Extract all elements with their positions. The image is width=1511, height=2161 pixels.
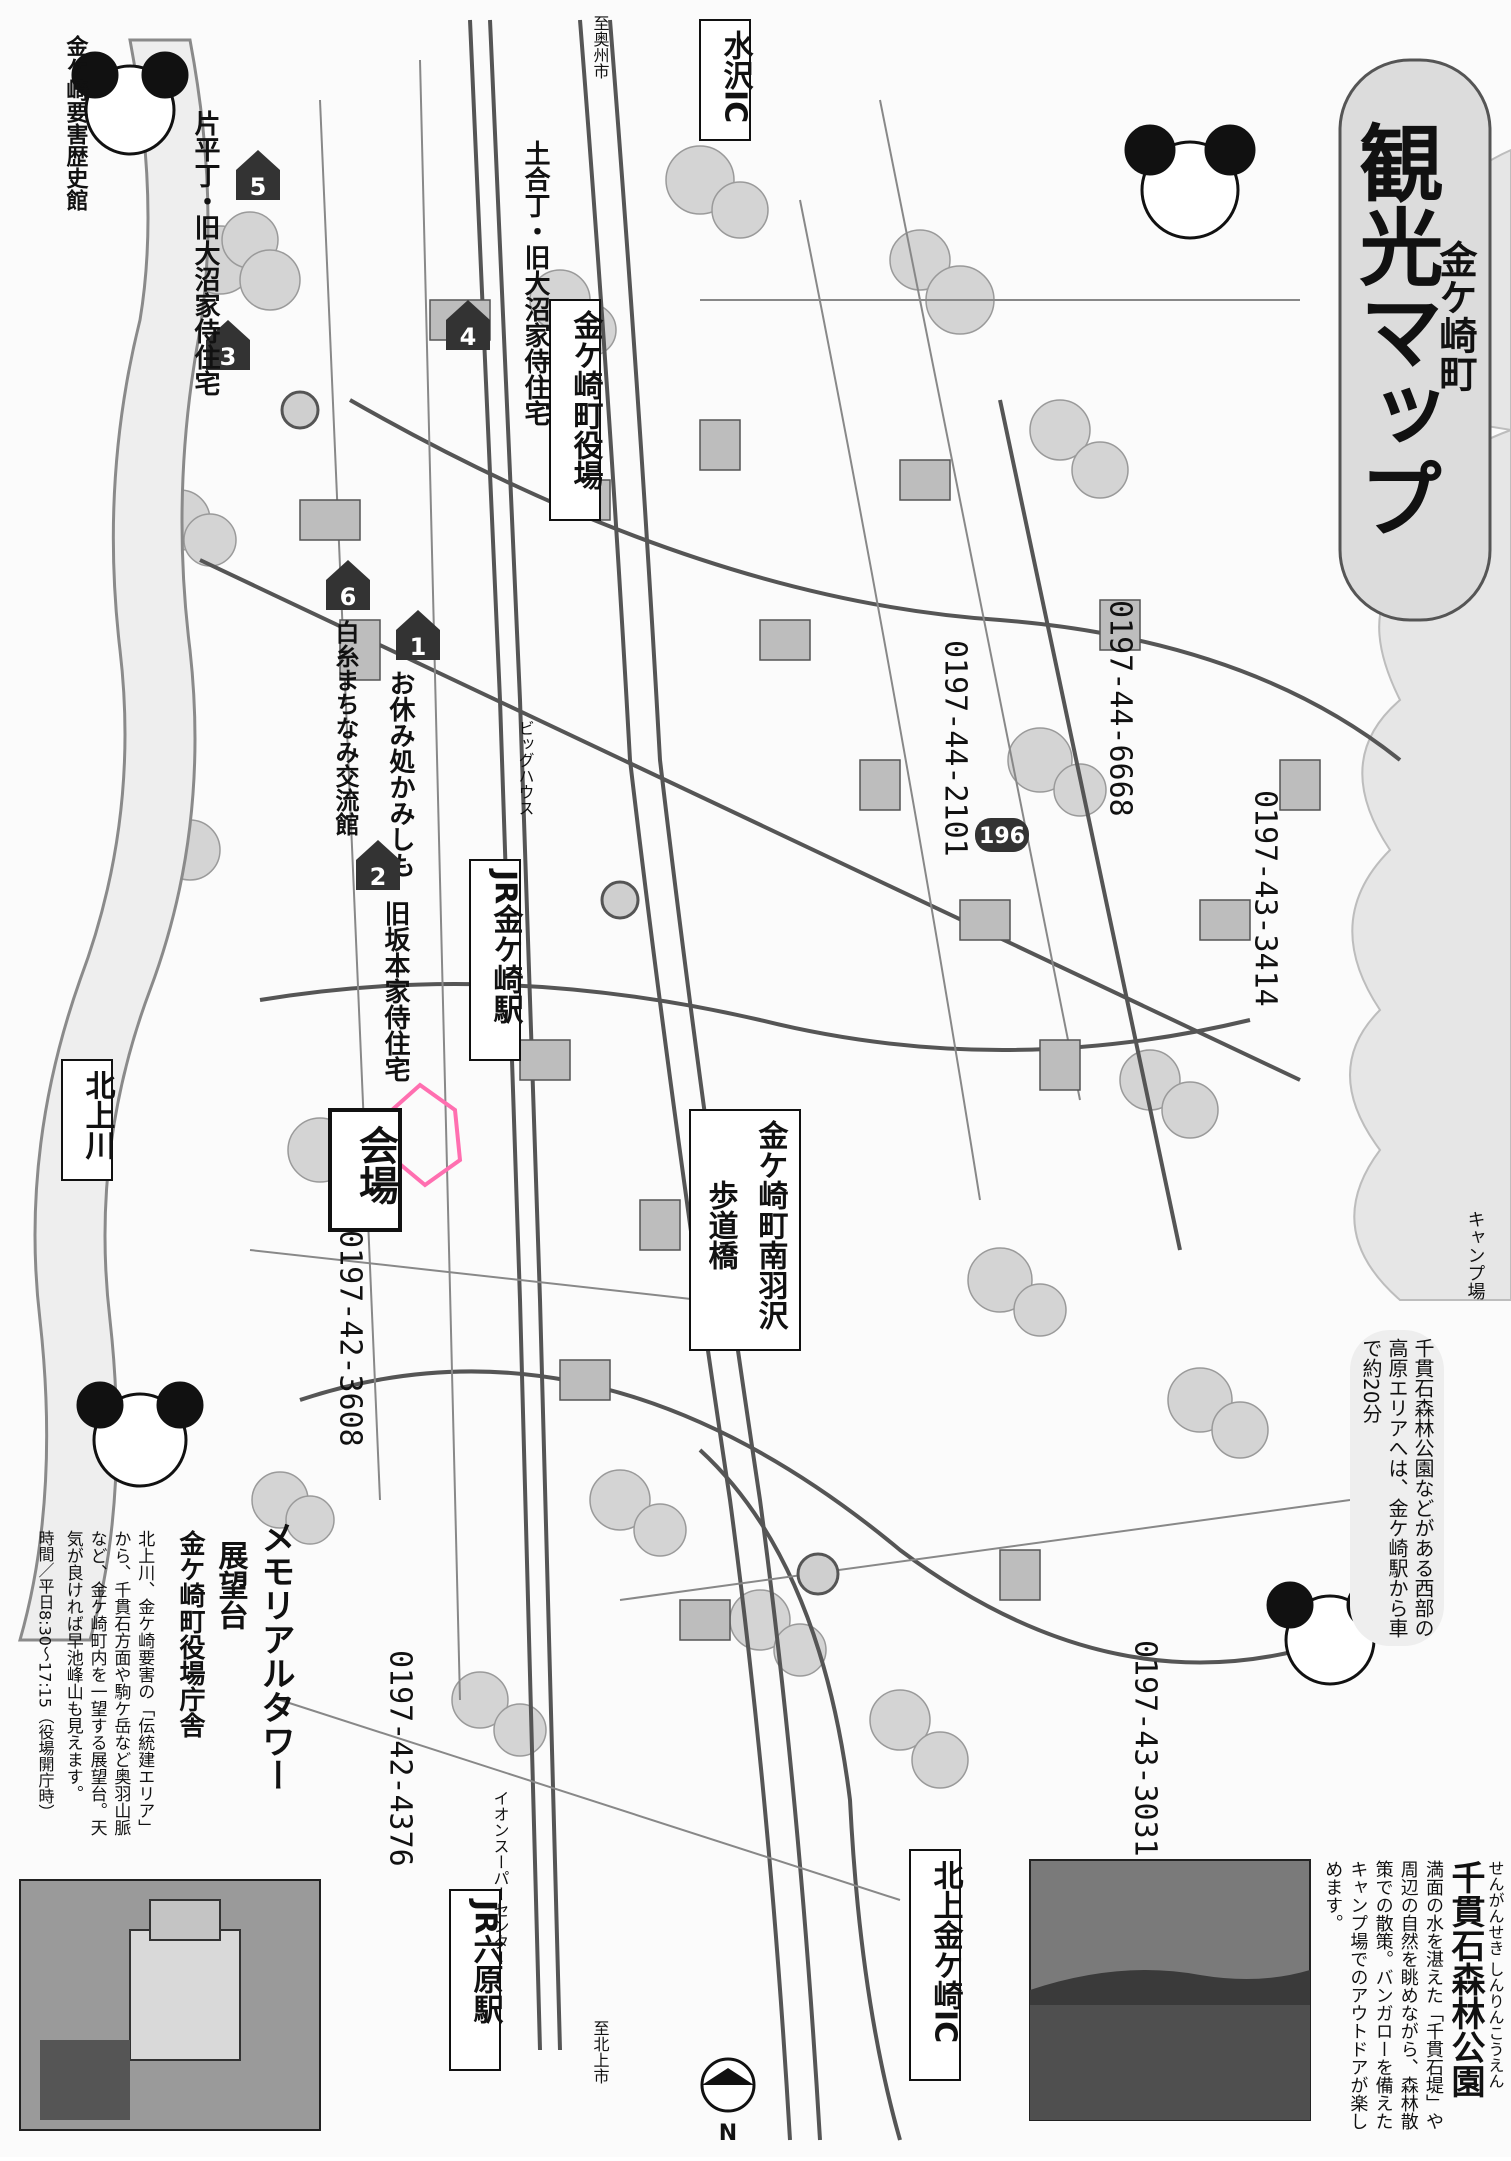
mizusawa-ic-label: 水沢IC — [718, 30, 754, 123]
marker-6: 6 白糸まちなみ交流館 — [326, 560, 370, 836]
phone-center-d: 0197-43-3031 — [1128, 1640, 1163, 1857]
title-block: 金ケ崎町 観光マップ — [1338, 58, 1492, 622]
kitakami-river-label: 北上川 — [80, 1070, 116, 1160]
footbridge-type: 歩道橋 — [703, 1180, 739, 1270]
senganseki-description: 満面の水を湛えた「千貫石堤」や周辺の自然を眺めながら、森林散策での散策。バンガロ… — [1322, 1860, 1444, 2130]
footbridge-name: 金ケ崎町南羽沢 — [753, 1119, 790, 1331]
roundabouts — [280, 390, 840, 1596]
senganseki-title: 千貫石森林公園 — [1445, 1860, 1486, 2098]
marker-4: 4 土合丁・旧大沼家侍住宅 — [446, 140, 551, 426]
marker-3-name: 片平丁・旧大沼家侍住宅 — [190, 110, 221, 396]
historic-markers: 1 お休み処かみしも 2 旧坂本家侍住宅 3 片平丁・旧大沼家侍住宅 4 土合丁… — [63, 34, 552, 1082]
svg-text:3: 3 — [220, 343, 237, 371]
memorial-place: 金ケ崎町役場庁舎 — [175, 1529, 206, 1738]
map-title: 観光マップ — [1346, 120, 1444, 540]
kitakami-city-label: 至北上市 — [591, 2020, 610, 2084]
phone-center-c: 0197-43-3414 — [1248, 790, 1283, 1007]
senganseki-reading: せんがんせき しんりんこうえん — [1486, 1860, 1505, 2089]
town-title: 金ケ崎町 — [1433, 239, 1478, 392]
marker-1-name: お休み処かみしも — [385, 670, 416, 878]
compass: N — [700, 2057, 756, 2146]
svg-text:4: 4 — [460, 323, 477, 351]
venue-marker: 会場 — [328, 1082, 463, 1232]
aeon-label: イオンスーパーセンター — [491, 1790, 510, 1966]
ohshu-city-label: 至奥州市 — [591, 15, 610, 79]
marker-3: 3 片平丁・旧大沼家侍住宅 — [190, 110, 250, 396]
senganseki-access-note: 千貫石森林公園などがある西部の高原エリアへは、金ケ崎駅から車で約20分 — [1350, 1330, 1444, 1646]
marker-2-name: 旧坂本家侍住宅 — [380, 900, 411, 1082]
buildings — [299, 299, 1321, 1641]
marker-1: 1 お休み処かみしも — [385, 610, 440, 878]
senganseki-section: せんがんせき しんりんこうえん 千貫石森林公園 満面の水を湛えた「千貫石堤」や周… — [1029, 1330, 1505, 2130]
marker-5-name: 金ケ崎要害歴史館 — [63, 34, 90, 212]
compass-north: N — [719, 2121, 737, 2146]
jr-kanegasaki-label: JR金ケ崎駅 — [488, 868, 525, 1026]
town-hall-label: 金ケ崎町役場 — [568, 309, 605, 490]
mascot-character — [71, 51, 1394, 1686]
phone-center-b: 0197-44-6668 — [1103, 600, 1138, 817]
svg-text:1: 1 — [410, 633, 427, 661]
marker-4-name: 土合丁・旧大沼家侍住宅 — [520, 140, 551, 426]
svg-text:5: 5 — [250, 173, 267, 201]
venue-label: 会場 — [352, 1125, 399, 1206]
road-network — [199, 19, 1402, 2141]
route-196-badge: 196 — [975, 818, 1029, 852]
memorial-description: 北上川、金ケ崎要害の「伝統建エリア」から、千貫石方面や駒ケ岳など奥羽山脈など、金… — [62, 1530, 155, 1836]
place-labels: 水沢IC 金ケ崎町役場 JR金ケ崎駅 JR六原駅 北上金ケ崎IC 北上川 金ケ崎… — [61, 15, 1486, 2084]
memorial-subtitle: 展望台 — [213, 1540, 249, 1630]
phone-numbers: 0197-42-3608 0197-44-2101 0197-44-6668 0… — [333, 600, 1283, 1867]
memorial-hours: 時間／平日8:30～17:15（役場開庁時） — [36, 1530, 55, 1820]
memorial-title: メモリアルタワー — [255, 1520, 295, 1792]
phone-center-a: 0197-44-2101 — [938, 640, 973, 857]
svg-text:6: 6 — [340, 583, 357, 611]
marker-2: 2 旧坂本家侍住宅 — [356, 840, 411, 1082]
route-196-label: 196 — [979, 824, 1025, 849]
kitakami-river — [18, 38, 210, 1642]
kitakami-ic-label: 北上金ケ崎IC — [928, 1860, 965, 2043]
marker-5: 5 金ケ崎要害歴史館 — [63, 34, 280, 212]
svg-text:2: 2 — [370, 863, 387, 891]
venue-phone: 0197-42-3608 — [333, 1230, 368, 1447]
marker-6-name: 白糸まちなみ交流館 — [331, 619, 359, 836]
memorial-section: メモリアルタワー 展望台 金ケ崎町役場庁舎 北上川、金ケ崎要害の「伝統建エリア」… — [19, 1520, 321, 2131]
big-house-label: ビッグハウス — [516, 720, 535, 816]
camp-label: キャンプ場 — [1465, 1210, 1486, 1301]
minor-roads — [249, 59, 1351, 1901]
phone-center-e: 0197-42-4376 — [383, 1650, 418, 1867]
jr-rokuhara-label: JR六原駅 — [468, 1898, 504, 2026]
